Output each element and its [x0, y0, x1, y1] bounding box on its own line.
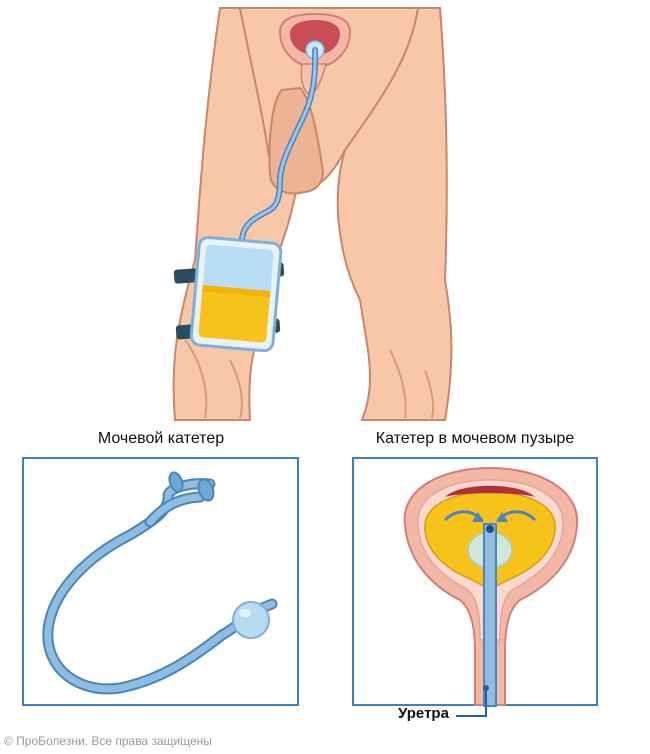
- left-knee-line-2: [229, 359, 243, 419]
- right-knee-line: [389, 349, 407, 419]
- urine-bag: [189, 235, 283, 353]
- legs-illustration: [172, 7, 453, 421]
- copyright-text: © ПроБолезни. Все права защищены: [4, 734, 212, 748]
- left-knee-line: [184, 339, 208, 419]
- bladder-cross-section: [403, 466, 579, 707]
- urinary-catheter-label: Мочевой катетер: [97, 430, 225, 447]
- catheter-in-bladder-label: Катетер в мочевом пузыре: [375, 430, 575, 447]
- bladder-cutaway: [278, 12, 352, 96]
- right-knee-line-2: [424, 369, 435, 419]
- urethra-pointer: [456, 688, 487, 717]
- foley-catheter: [42, 471, 278, 695]
- urethra-label: Уретра: [398, 705, 449, 722]
